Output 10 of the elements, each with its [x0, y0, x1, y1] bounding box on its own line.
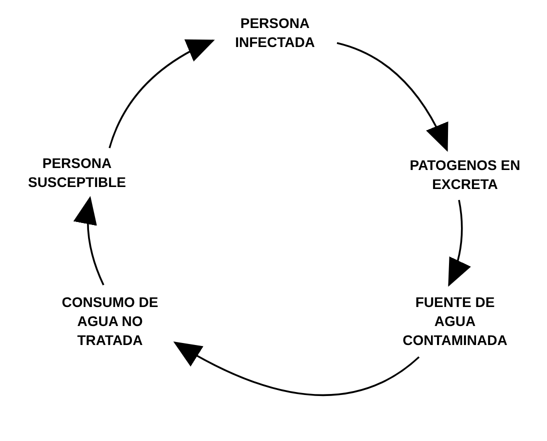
node-label: FUENTE DE AGUA CONTAMINADA	[402, 292, 508, 350]
node-label: PERSONA INFECTADA	[234, 14, 316, 52]
arrow	[448, 200, 470, 287]
node-label: PATOGENOS EN EXCRETA	[408, 156, 522, 194]
arrow	[74, 196, 104, 286]
arrow	[173, 342, 420, 396]
node-label: PERSONA SUSCEPTIBLE	[26, 154, 127, 192]
arrow	[108, 40, 215, 148]
arrow	[336, 42, 448, 152]
node-label: CONSUMO DE AGUA NO TRATADA	[60, 292, 160, 350]
